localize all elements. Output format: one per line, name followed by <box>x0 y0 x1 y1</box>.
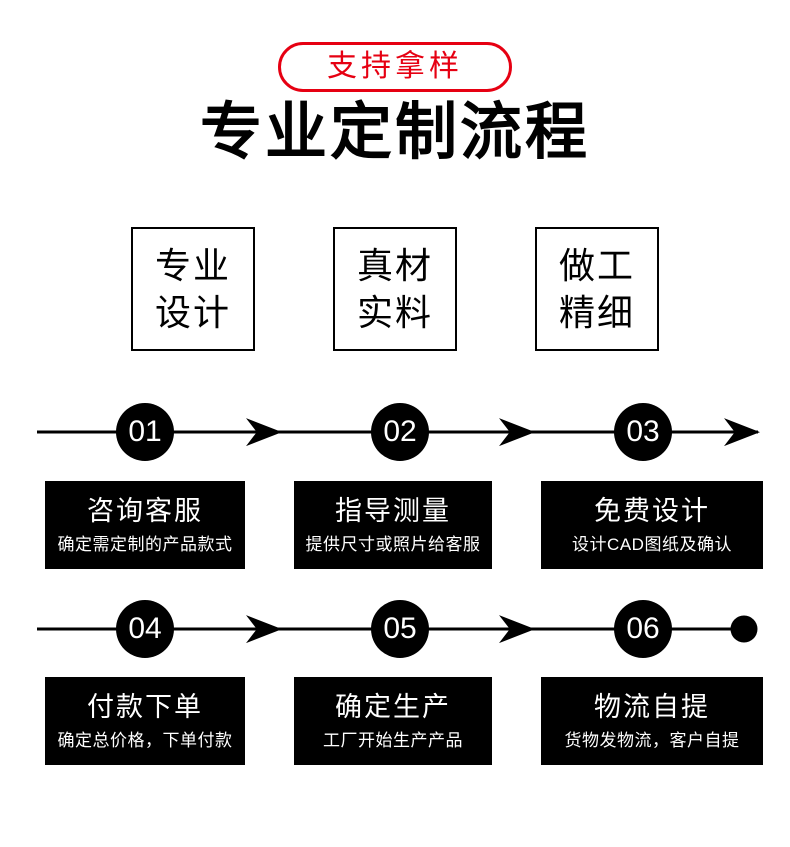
feature-line: 设计 <box>154 292 231 334</box>
step-description: 确定需定制的产品款式 <box>57 534 233 554</box>
step-description: 工厂开始生产产品 <box>323 730 463 750</box>
feature-line: 真材 <box>356 244 433 286</box>
step-title: 免费设计 <box>594 495 710 526</box>
sample-support-badge: 支持拿样 <box>278 42 512 92</box>
feature-line: 精细 <box>558 292 635 334</box>
feature-line: 做工 <box>558 244 635 286</box>
step-description: 提供尺寸或照片给客服 <box>305 534 481 554</box>
feature-box-design: 专业 设计 <box>131 227 255 352</box>
timeline-end-dot <box>730 615 758 643</box>
feature-line: 专业 <box>154 244 231 286</box>
process-steps-row-2: 付款下单 确定总价格，下单付款 确定生产 工厂开始生产产品 物流自提 货物发物流… <box>0 677 790 766</box>
process-steps-row-1: 咨询客服 确定需定制的产品款式 指导测量 提供尺寸或照片给客服 免费设计 设计C… <box>0 481 790 570</box>
step-title: 指导测量 <box>335 495 451 526</box>
step-title: 付款下单 <box>87 691 203 722</box>
feature-box-materials: 真材 实料 <box>333 227 457 352</box>
step-number-badge-06: 06 <box>614 600 672 659</box>
step-card-payment: 付款下单 确定总价格，下单付款 <box>45 677 245 766</box>
step-number-badge-05: 05 <box>371 600 429 659</box>
step-card-logistics: 物流自提 货物发物流，客户自提 <box>541 677 763 766</box>
step-description: 货物发物流，客户自提 <box>564 730 740 750</box>
step-card-free-design: 免费设计 设计CAD图纸及确认 <box>541 481 763 570</box>
feature-box-workmanship: 做工 精细 <box>535 227 659 352</box>
step-number-badge-04: 04 <box>116 600 174 659</box>
step-number-badge-01: 01 <box>116 403 174 462</box>
feature-line: 实料 <box>356 292 433 334</box>
page-title: 专业定制流程 <box>199 98 590 167</box>
step-card-production: 确定生产 工厂开始生产产品 <box>294 677 492 766</box>
process-timeline-row-2: 04 05 06 <box>0 599 790 659</box>
step-number-badge-03: 03 <box>614 403 672 462</box>
step-title: 确定生产 <box>335 691 451 722</box>
step-card-measure: 指导测量 提供尺寸或照片给客服 <box>294 481 492 570</box>
step-card-consult: 咨询客服 确定需定制的产品款式 <box>45 481 245 570</box>
step-number-badge-02: 02 <box>371 403 429 462</box>
step-description: 确定总价格，下单付款 <box>57 730 233 750</box>
feature-boxes: 专业 设计 真材 实料 做工 精细 <box>0 227 790 352</box>
step-description: 设计CAD图纸及确认 <box>572 534 732 554</box>
step-title: 物流自提 <box>594 691 710 722</box>
process-timeline-row-1: 01 02 03 <box>0 402 790 462</box>
step-title: 咨询客服 <box>87 495 203 526</box>
